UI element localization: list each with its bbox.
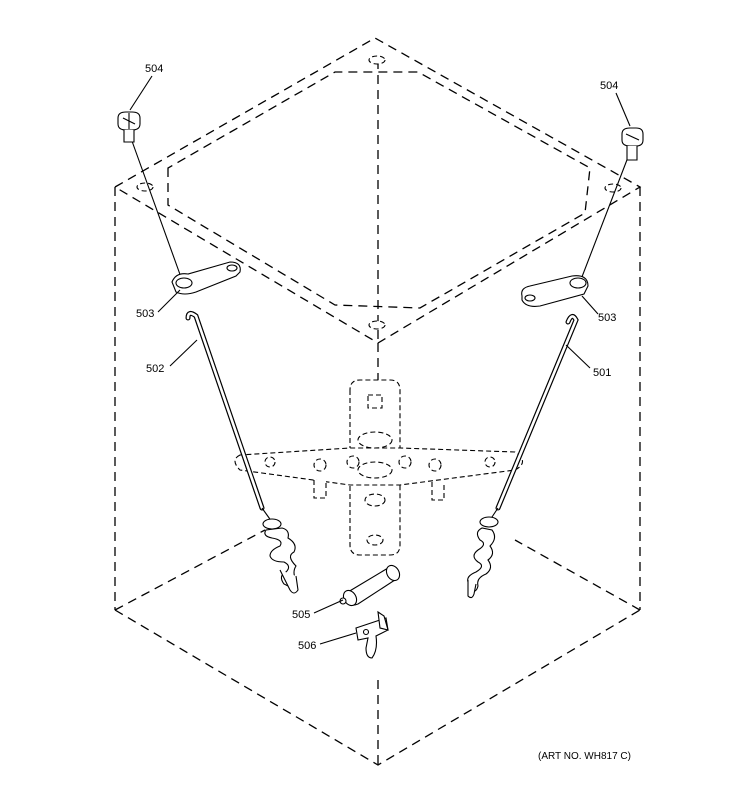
part-504-right-screw[interactable] [579,127,644,283]
part-505-damper[interactable] [339,563,402,608]
part-503-right-bracket[interactable] [521,275,589,307]
label-502: 502 [146,363,164,375]
part-506-clip[interactable] [355,610,389,659]
art-number: (ART NO. WH817 C) [538,751,631,762]
label-503-right: 503 [598,312,616,324]
part-504-left-screw[interactable] [117,111,183,281]
part-501-suspension-rod[interactable] [467,314,579,599]
label-506: 506 [298,640,316,652]
label-505: 505 [292,609,310,621]
part-502-suspension-rod[interactable] [185,310,299,594]
label-503-left: 503 [136,308,154,320]
part-labels: 504 504 503 503 502 501 505 506 [136,63,618,652]
leader-lines [129,75,631,645]
label-504-right: 504 [600,80,618,92]
suspension-hub [234,379,524,556]
cabinet-outline [113,37,642,766]
part-503-left-bracket[interactable] [171,261,241,295]
label-501: 501 [593,367,611,379]
label-504-left: 504 [145,63,163,75]
